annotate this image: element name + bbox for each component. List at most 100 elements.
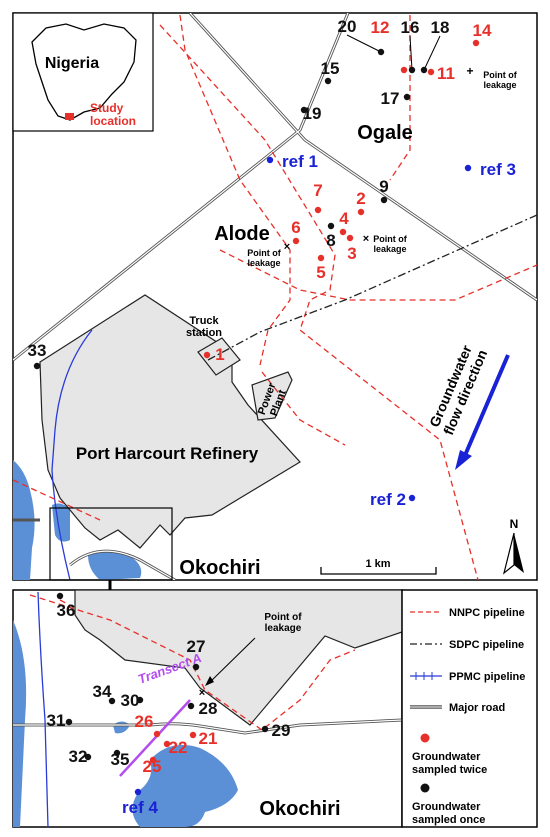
svg-text:2: 2 <box>356 189 365 208</box>
north-arrow: N <box>502 517 524 575</box>
well-36: 36 <box>57 592 76 620</box>
svg-text:29: 29 <box>272 721 291 740</box>
svg-text:PPMC pipeline: PPMC pipeline <box>449 671 525 683</box>
svg-text:×: × <box>284 241 290 253</box>
svg-text:33: 33 <box>28 341 47 360</box>
svg-text:1 km: 1 km <box>365 558 390 570</box>
svg-text:9: 9 <box>379 177 388 196</box>
inset-country-label: Nigeria <box>45 55 99 72</box>
well-6: 6 <box>291 218 301 245</box>
legend-item-road: Major road <box>410 702 505 714</box>
svg-text:35: 35 <box>111 750 130 769</box>
well-29: 29 <box>261 721 291 740</box>
reference-1: ref 1 <box>266 152 318 171</box>
well-7: 7 <box>313 181 323 214</box>
well-32: 32 <box>69 747 92 766</box>
svg-text:18: 18 <box>431 18 450 37</box>
reference-4: ref 4 <box>122 788 158 817</box>
svg-text:32: 32 <box>69 747 88 766</box>
legend-item-nnpc: NNPC pipeline <box>410 607 525 619</box>
well-27: 27 <box>187 637 205 671</box>
well-35: 35 <box>111 749 130 769</box>
svg-text:36: 36 <box>57 601 76 620</box>
well-4: 4 <box>339 209 349 236</box>
scale-bar: 1 km <box>320 558 437 575</box>
well-14: 14 <box>473 21 492 47</box>
well-18: 18 <box>420 18 450 74</box>
svg-text:25: 25 <box>143 757 162 776</box>
reference-3: ref 2 <box>370 490 416 509</box>
well-17: 17 <box>381 89 411 108</box>
study-location-marker <box>65 113 74 120</box>
well-5: 5 <box>316 254 326 282</box>
svg-text:×: × <box>199 687 205 699</box>
svg-text:Major road: Major road <box>449 702 505 714</box>
well-33: 33 <box>28 341 47 370</box>
svg-text:28: 28 <box>199 699 218 718</box>
svg-text:20: 20 <box>338 17 357 36</box>
svg-text:ref 2: ref 2 <box>370 490 406 509</box>
well-22: 22 <box>163 738 188 757</box>
bottom-map-wells: 36 27 34 30 28 31 26 21 29 32 35 22 25 ref 4 <box>47 592 291 817</box>
svg-text:×: × <box>363 233 369 245</box>
well-11: 11 <box>427 64 455 83</box>
well-20: 20 <box>338 17 385 56</box>
water-body <box>132 744 238 827</box>
svg-text:3: 3 <box>347 244 356 263</box>
well-15: 15 <box>321 59 340 85</box>
well-21: 21 <box>189 729 218 748</box>
svg-text:4: 4 <box>339 209 349 228</box>
svg-text:17: 17 <box>381 89 400 108</box>
well-2: 2 <box>356 189 366 216</box>
svg-text:34: 34 <box>93 682 112 701</box>
svg-text:21: 21 <box>199 729 218 748</box>
place-ogale: Ogale <box>357 122 413 144</box>
svg-text:22: 22 <box>169 738 188 757</box>
well-34: 34 <box>93 682 116 705</box>
svg-text:11: 11 <box>437 64 455 83</box>
svg-text:8: 8 <box>326 231 335 250</box>
well-12: 12 <box>371 18 408 74</box>
svg-text:NNPC pipeline: NNPC pipeline <box>449 607 525 619</box>
svg-text:19: 19 <box>303 104 322 123</box>
well-26: 26 <box>135 712 161 738</box>
nnpc-pipelines <box>13 14 537 580</box>
well-9: 9 <box>379 177 389 204</box>
place-okochiri-top: Okochiri <box>179 557 260 579</box>
place-okochiri-bottom: Okochiri <box>259 798 340 820</box>
well-19: 19 <box>300 104 322 123</box>
transect-line <box>119 699 191 777</box>
svg-text:31: 31 <box>47 711 66 730</box>
svg-text:+: + <box>466 64 473 78</box>
truck-station-area <box>197 337 241 376</box>
ppmc-pipeline <box>51 329 93 580</box>
svg-text:14: 14 <box>473 21 492 40</box>
svg-text:6: 6 <box>291 218 300 237</box>
well-3: 3 <box>346 234 357 263</box>
svg-text:1: 1 <box>215 345 224 364</box>
svg-text:30: 30 <box>121 691 140 710</box>
svg-text:5: 5 <box>316 263 325 282</box>
legend-item-ppmc: PPMC pipeline <box>410 671 525 683</box>
svg-text:12: 12 <box>371 18 390 37</box>
well-1: 1 <box>203 345 225 364</box>
svg-text:15: 15 <box>321 59 340 78</box>
svg-text:SDPC pipeline: SDPC pipeline <box>449 639 524 651</box>
